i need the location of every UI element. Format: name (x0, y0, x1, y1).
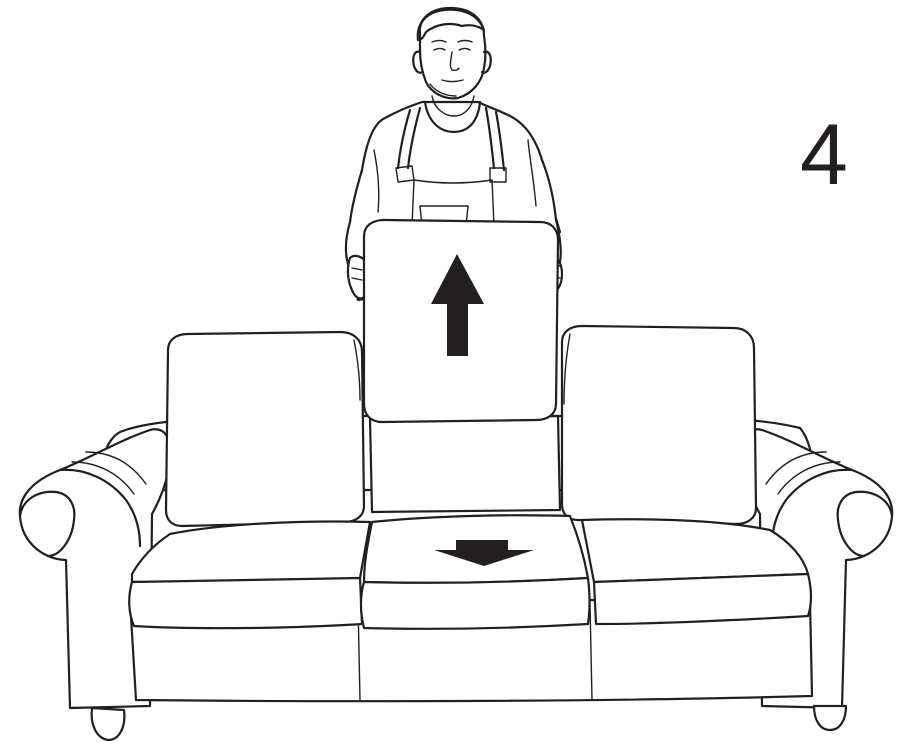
sofa-assembly-illustration (0, 0, 912, 749)
